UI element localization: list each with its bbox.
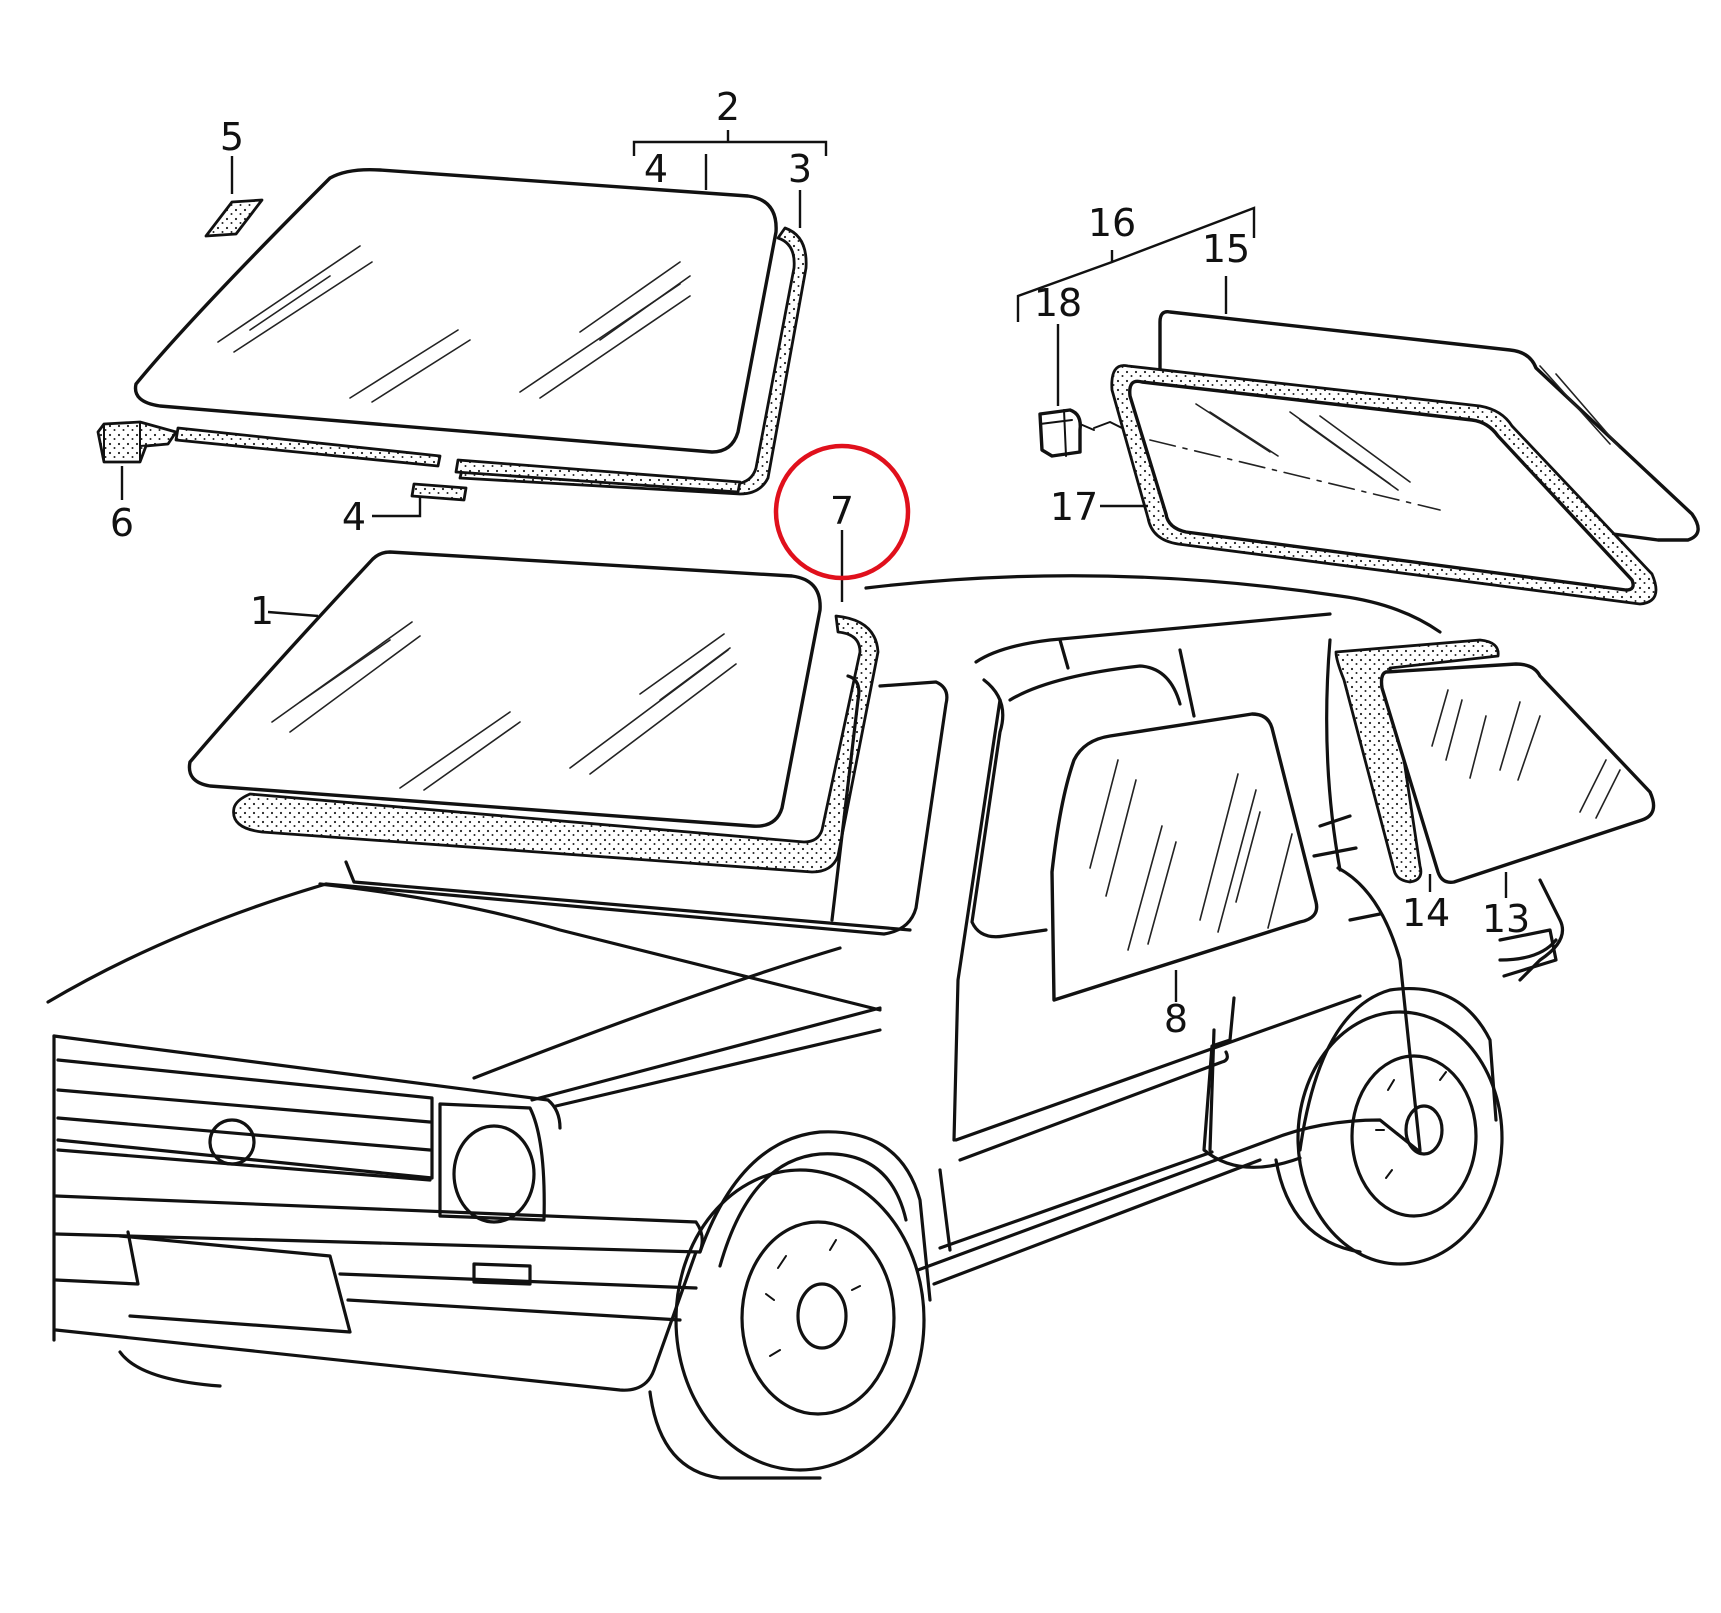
rear-quarter-seal-14 [1334,638,1500,884]
windshield-assembly [187,550,880,874]
front-badge [208,1118,256,1166]
label-8: 8 [1164,997,1188,1041]
quarter-window-reflection [1149,365,1621,511]
part-labels: 1 2 3 4 4 5 6 7 8 13 14 15 16 17 18 [110,85,1530,1041]
front-door-window-reflection [1089,759,1293,951]
windshield-glass-1 [187,550,822,828]
rear-window-assembly [96,167,808,502]
rear-window-lower-trim-right [454,458,742,494]
leader-lines [120,130,1508,1002]
label-2: 2 [716,85,740,129]
label-6: 6 [110,501,134,545]
label-5: 5 [220,115,244,159]
label-4-bottom: 4 [342,495,366,539]
rear-window-reflection [217,245,691,403]
label-4-top: 4 [644,147,668,191]
label-7: 7 [830,489,854,533]
rear-window-glass [133,167,778,454]
rear-window-lower-trim-left [174,426,442,468]
label-3: 3 [788,147,812,191]
block-part-6 [96,420,178,464]
label-15: 15 [1202,227,1250,271]
highlight-circle [773,443,911,581]
trim-piece-part-4 [410,482,468,502]
rear-quarter-glass-13 [1379,662,1656,884]
rear-wheel [1296,1010,1504,1266]
label-18: 18 [1034,281,1082,325]
quarter-window-inner-glass [1128,379,1635,592]
quarter-window-assembly [1038,310,1700,606]
clip-part-18 [1038,408,1095,458]
label-17: 17 [1050,485,1098,529]
front-door-window-8 [1050,712,1319,1002]
clip-part-5 [204,198,264,238]
car-body [46,574,1656,1480]
windshield-reflection [271,621,737,791]
headlight [452,1124,536,1224]
rear-quarter-reflection [1431,689,1621,819]
label-16: 16 [1088,201,1136,245]
label-13: 13 [1482,897,1530,941]
label-1: 1 [250,589,274,633]
front-wheel [674,1168,926,1472]
label-14: 14 [1402,891,1450,935]
windshield-seal-7 [232,614,880,874]
